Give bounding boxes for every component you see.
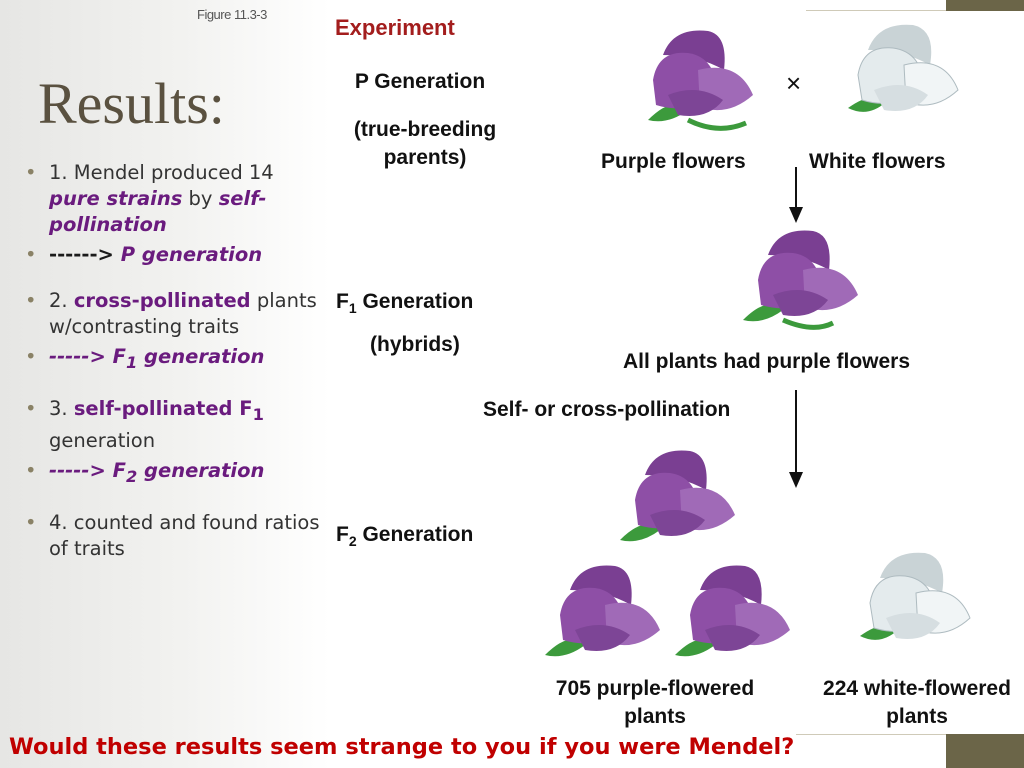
white-count-label: 224 white-flowered plants (797, 675, 1024, 731)
corner-accent-bottom (946, 734, 1024, 768)
slide-title: Results: (38, 70, 225, 137)
white-flower-icon (838, 20, 968, 135)
figure-label: Figure 11.3-3 (197, 7, 267, 22)
bullet-item-7: 4. counted and found ratios of traits (25, 510, 325, 562)
f2-rest: Generation (357, 523, 474, 546)
p-generation-label: P Generation (330, 70, 510, 94)
bullet-subscript: 2 (126, 467, 137, 486)
corner-accent-top (946, 0, 1024, 11)
f2-purple-flower-icon (535, 560, 675, 675)
f2-subscript: 2 (349, 533, 357, 549)
bullet-list: 1. Mendel produced 14 pure strains by se… (25, 160, 325, 566)
bullet-arrow: -----> (49, 459, 113, 482)
bullet-emphasis: pure strains (49, 187, 182, 210)
bullet-text: 1. Mendel produced 14 (49, 161, 274, 184)
question-text: Would these results seem strange to you … (9, 734, 794, 760)
bullet-emphasis: generation (137, 345, 264, 368)
bullet-text: 2. (49, 289, 74, 312)
bullet-emphasis: F (113, 459, 126, 482)
f1-subtitle: (hybrids) (370, 333, 460, 357)
f2-f: F (336, 523, 349, 546)
bullet-subscript: 1 (126, 353, 137, 372)
bullet-emphasis: generation (137, 459, 264, 482)
f1-subscript: 1 (349, 300, 357, 316)
bullet-item-4: -----> F1 generation (25, 344, 325, 376)
bullet-text: generation (49, 429, 155, 452)
f1-f: F (336, 290, 349, 313)
white-count-text: 224 white-flowered plants (797, 675, 1024, 731)
arrow-f1-to-f2 (786, 388, 806, 490)
f2-white-flower-icon (850, 548, 980, 663)
bullet-subscript: 1 (253, 405, 264, 424)
bullet-text: by (182, 187, 218, 210)
f2-generation-label: F2 Generation (336, 523, 473, 549)
bullet-item-2: ------> P generation (25, 242, 325, 268)
bullet-item-1: 1. Mendel produced 14 pure strains by se… (25, 160, 325, 238)
bullet-item-3: 2. cross-pollinated plants w/contrasting… (25, 288, 325, 340)
f1-purple-flower-icon (733, 225, 873, 340)
corner-line-bottom (796, 734, 946, 735)
bullet-arrow: ------> (49, 243, 121, 266)
bullet-emphasis: F (113, 345, 126, 368)
purple-count-label: 705 purple-flowered plants (530, 675, 780, 731)
bullet-emphasis: cross-pollinated (74, 289, 251, 312)
f2-purple-flower-icon (665, 560, 805, 675)
bullet-arrow: -----> (49, 345, 113, 368)
bullet-emphasis: P generation (121, 243, 262, 266)
bullet-text: 4. counted and found ratios of traits (49, 511, 320, 560)
white-flowers-label: White flowers (809, 150, 946, 174)
cross-symbol: × (786, 68, 801, 99)
corner-line-top (806, 10, 946, 11)
experiment-label: Experiment (335, 15, 455, 41)
bullet-emphasis: self-pollinated F (74, 397, 253, 420)
bullet-item-5: 3. self-pollinated F1 generation (25, 396, 325, 454)
bullet-item-6: -----> F2 generation (25, 458, 325, 490)
bullet-text: 3. (49, 397, 74, 420)
purple-flower-icon (628, 25, 768, 140)
arrow-p-to-f1 (786, 165, 806, 225)
p-generation-subtitle: (true-breeding parents) (330, 116, 520, 172)
purple-flowers-label: Purple flowers (601, 150, 746, 174)
pollination-label: Self- or cross-pollination (483, 398, 730, 422)
f1-generation-label: F1 Generation (336, 290, 473, 316)
f1-result-label: All plants had purple flowers (623, 350, 910, 374)
f2-purple-flower-icon (610, 445, 750, 560)
f1-rest: Generation (357, 290, 474, 313)
